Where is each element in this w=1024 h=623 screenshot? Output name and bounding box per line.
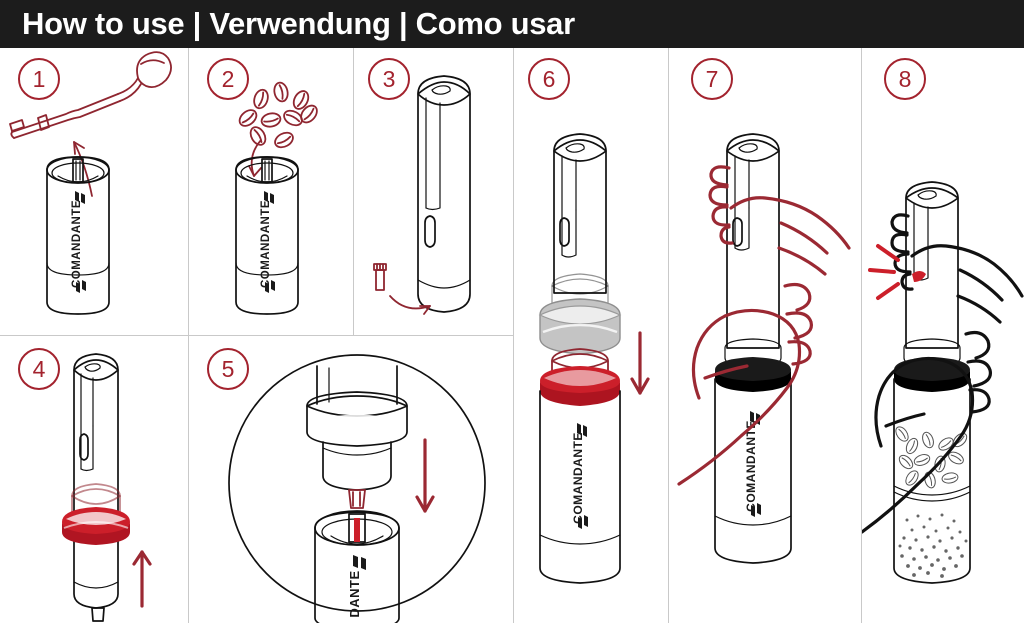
grinder-body-1: COMANDANTE [46,156,110,315]
red-ring-6 [540,348,620,406]
step-4-illustration [0,336,188,623]
divider-v-1 [188,48,189,335]
page-title: How to use | Verwendung | Como usar [22,6,575,41]
catch-jar-5: DANTE [314,510,400,623]
adjustment-nut-icon [373,263,387,291]
divider-h-1 [0,335,513,336]
grinder-inverted-4 [73,353,119,622]
lower-hand-outline-7 [677,282,813,486]
step-number-4: 4 [18,348,60,390]
brand-label-6: COMANDANTE [571,432,585,524]
step-panel-7: 7 [669,48,861,623]
step-panel-1: 1 [0,48,188,335]
insert-arrow-up-4 [132,550,152,608]
upper-hand-outline-7 [708,165,851,276]
step-panel-2: 2 [189,48,353,335]
step-2-illustration: COMANDANTE [189,48,353,335]
grinder-body-2: COMANDANTE [235,156,299,315]
step-5-illustration: DANTE [189,336,513,623]
grinder-upper-6 [553,133,607,294]
remove-nut-arrow-3 [389,295,431,315]
grey-collar-6 [538,298,622,355]
impact-dot-8 [912,271,926,282]
step-number-3: 3 [368,58,410,100]
brand-label-5: DANTE [347,570,362,617]
lower-hand-outline-8 [862,330,992,534]
ground-coffee-8 [898,513,968,578]
steps-grid: 1 [0,48,1024,623]
step-number-7: 7 [691,58,733,100]
upper-assembly-5 [306,365,408,509]
divider-v-5 [668,48,669,623]
step-number-1: 1 [18,58,60,100]
step-3-illustration [354,48,513,335]
step-panel-8: 8 [862,48,1024,623]
brand-label-1: COMANDANTE [71,200,83,288]
upper-hand-outline-8 [890,213,1024,324]
coffee-beans-group [238,81,318,149]
impact-marks-8 [868,244,900,300]
divider-v-3 [188,336,189,623]
step-number-6: 6 [528,58,570,100]
grinder-body-7: COMANDANTE [714,133,792,564]
pour-arrow-2 [248,139,262,177]
press-arrow-down-6 [630,331,650,395]
step-number-8: 8 [884,58,926,100]
grinder-lower-6: COMANDANTE [539,390,621,584]
assembly-arrow-1 [73,141,93,197]
lower-arrow-5 [415,438,435,513]
step-number-5: 5 [207,348,249,390]
step-panel-4: 4 [0,336,188,623]
red-ring-4 [62,507,130,545]
whole-beans-in-jar-8 [895,426,968,489]
grinder-inverted-3 [417,75,471,313]
brand-label-7: COMANDANTE [744,420,758,512]
step-1-illustration: COMANDANTE [0,48,188,335]
header-bar: How to use | Verwendung | Como usar [0,0,1024,48]
grinder-body-8 [893,181,971,584]
brand-label-2: COMANDANTE [260,200,272,288]
step-panel-6: 6 [514,48,668,623]
step-panel-3: 3 [354,48,513,335]
step-panel-5: 5 [189,336,513,623]
step-6-illustration: COMANDANTE [514,48,668,623]
step-8-illustration [862,48,1024,623]
divider-v-6 [861,48,862,623]
step-number-2: 2 [207,58,249,100]
divider-v-4 [513,48,514,623]
crank-handle-icon [9,51,172,139]
detail-magnifier-circle [228,354,486,612]
step-7-illustration: COMANDANTE [669,48,861,623]
divider-v-2 [353,48,354,335]
